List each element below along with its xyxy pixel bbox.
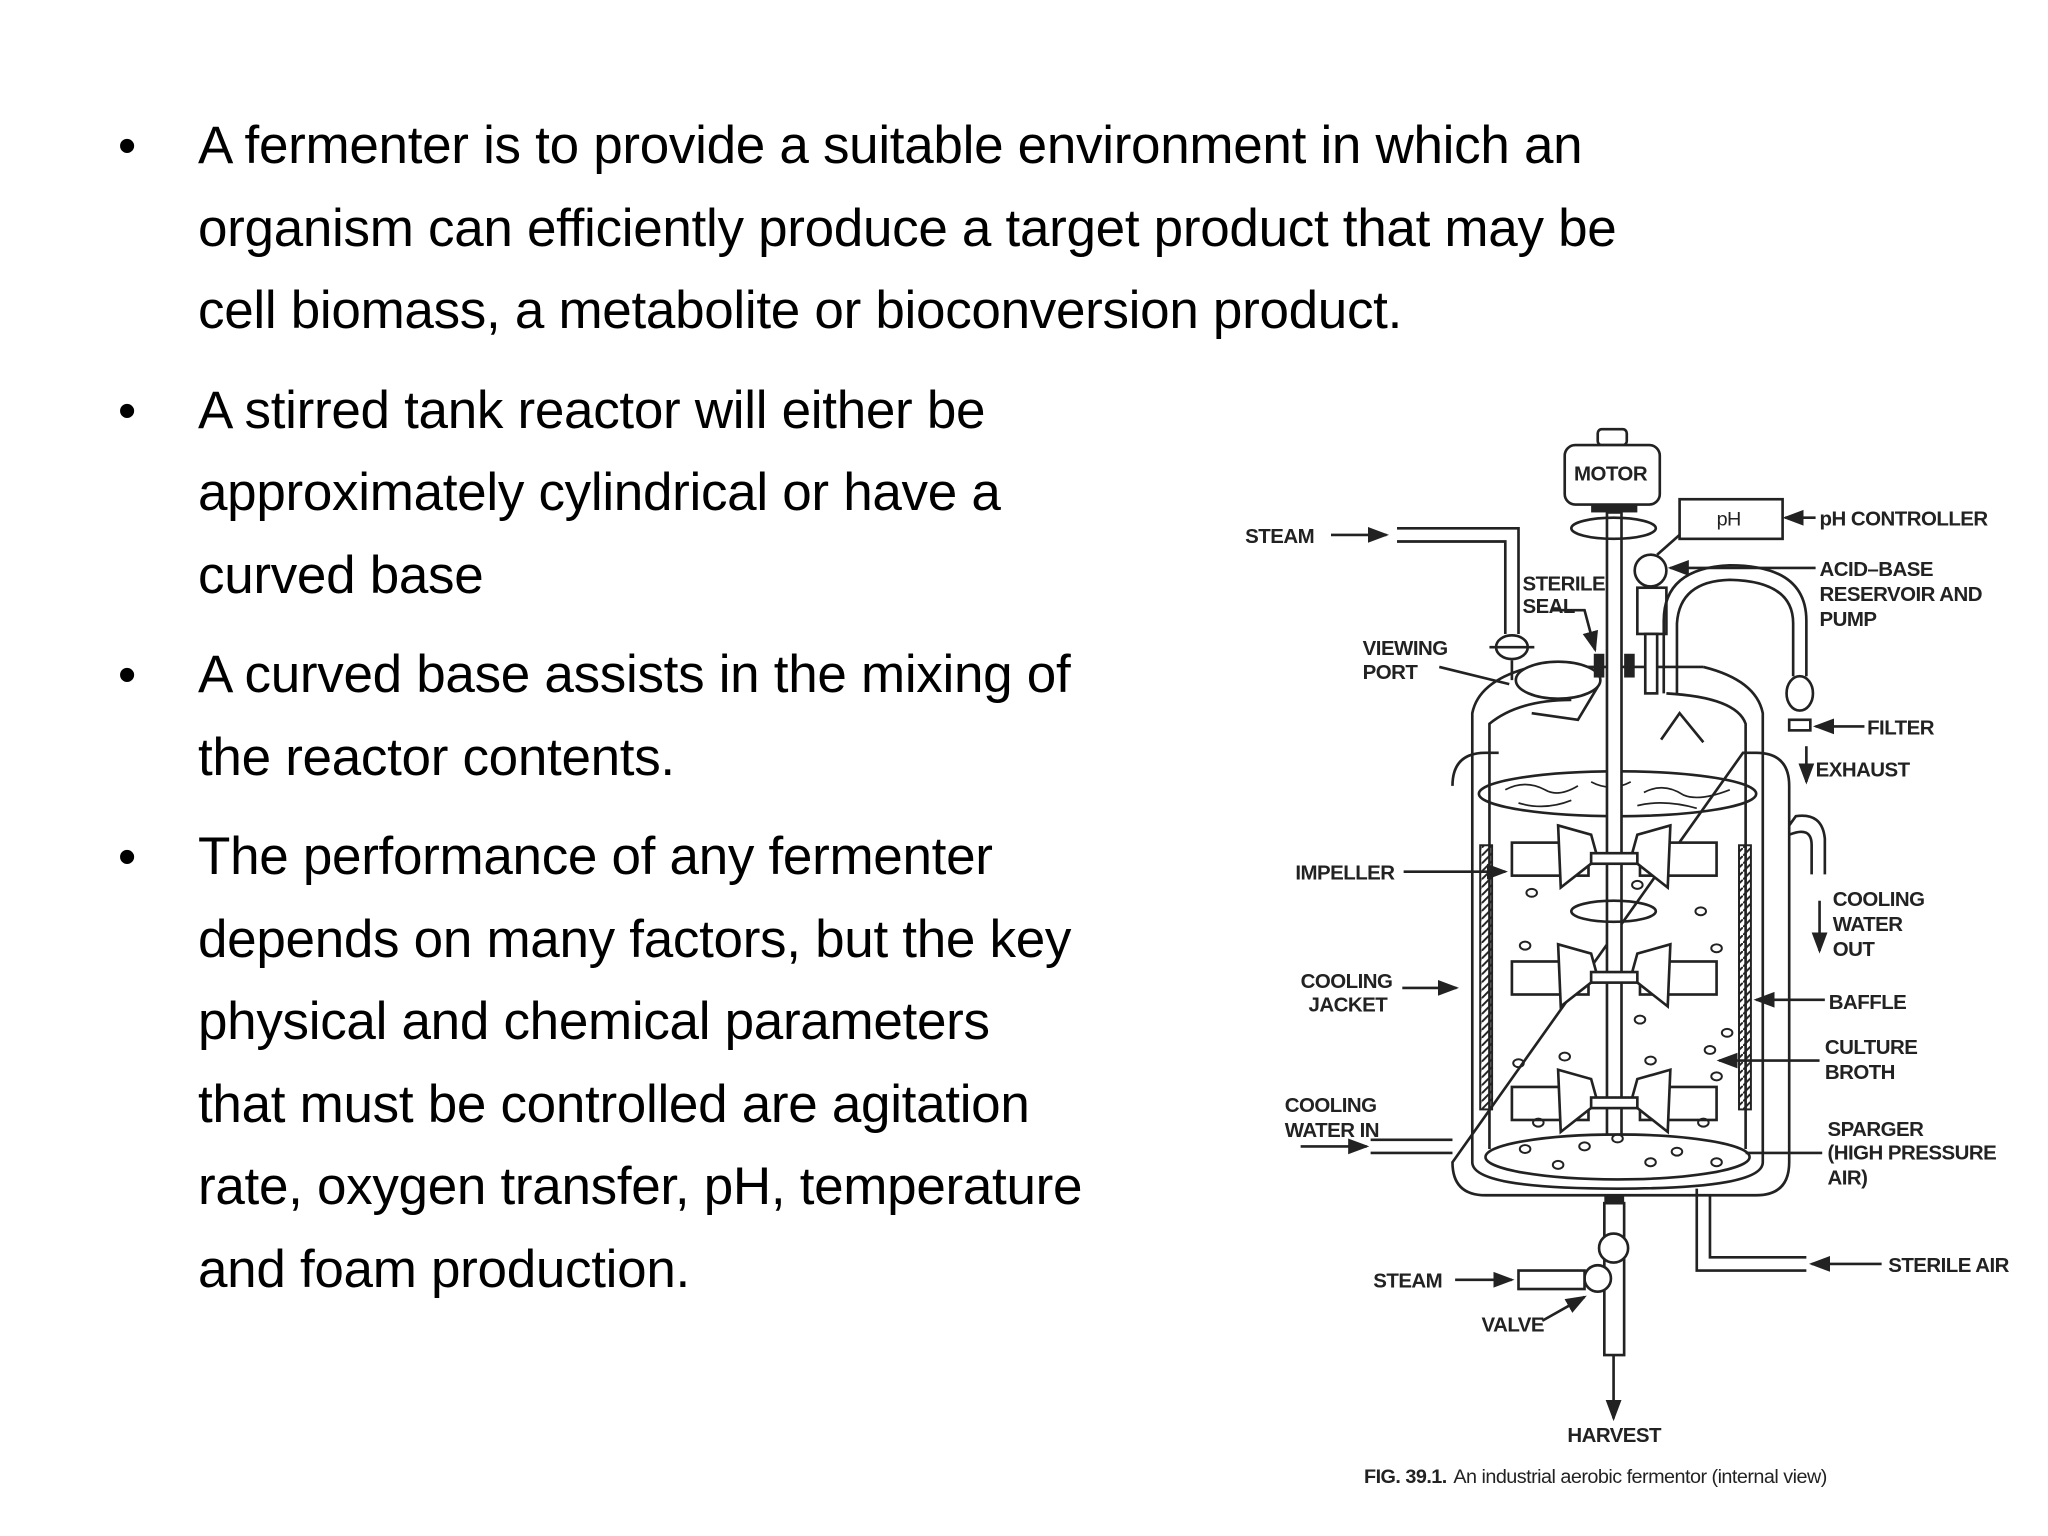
bullet-text-line: A stirred tank reactor will either be <box>198 380 986 440</box>
bullet-icon: • <box>118 381 137 440</box>
bubble <box>1525 887 1538 898</box>
impeller <box>1510 1068 1718 1135</box>
bullet-text-line: that must be controlled are agitation <box>198 1074 1030 1134</box>
diagram-label: BROTH <box>1825 1061 1895 1084</box>
bubble <box>1710 1157 1723 1168</box>
bullet-text-line: organism can efficiently produce a targe… <box>198 198 1617 258</box>
bubble <box>1710 943 1723 954</box>
bubble <box>1551 1159 1565 1170</box>
diagram-label: OUT <box>1833 938 1876 961</box>
bullet-text-line: approximately cylindrical or have a <box>198 463 1001 522</box>
bubble <box>1694 906 1707 917</box>
bullet-text-line: The performance of any fermenter <box>198 827 993 886</box>
bullet-text-line: cell biomass, a metabolite or bioconvers… <box>198 281 1403 340</box>
bullet-icon: • <box>118 117 137 175</box>
diagram-label: PUMP <box>1820 608 1877 631</box>
diagram-label: COOLING <box>1833 888 1925 911</box>
impeller <box>1510 942 1718 1010</box>
diagram-label: BAFFLE <box>1829 991 1906 1014</box>
shaft <box>1605 511 1623 1138</box>
bubble <box>1578 1141 1591 1152</box>
diagram-label: STERILE <box>1522 572 1605 595</box>
diagram-label: EXHAUST <box>1816 759 1911 782</box>
bubble <box>1631 879 1644 890</box>
bubble <box>1644 1157 1657 1168</box>
impeller <box>1510 823 1718 891</box>
bullet-text-line: A fermenter is to provide a suitable env… <box>198 116 1583 175</box>
diagram-label: STEAM <box>1373 1270 1442 1293</box>
exhaust-tube <box>1662 563 1808 694</box>
diagram-label: JACKET <box>1309 994 1389 1017</box>
diagram-label: COOLING <box>1285 1094 1377 1117</box>
bullet-text-line: and foam production. <box>198 1239 690 1299</box>
cooling-jacket <box>1451 751 1791 1197</box>
bubble <box>1703 1045 1717 1055</box>
bullet-text-line: depends on many factors, but the key <box>198 909 1072 969</box>
diagram-label: WATER IN <box>1285 1119 1379 1142</box>
diagram-label: RESERVOIR AND <box>1820 583 1982 606</box>
bubble <box>1644 1055 1657 1066</box>
bubble <box>1697 1117 1710 1128</box>
diagram-label: CULTURE <box>1825 1036 1917 1059</box>
diagram-label: FILTER <box>1867 716 1935 739</box>
viewing-port <box>1514 660 1602 700</box>
bullet-text-line: physical and chemical parameters <box>198 992 990 1051</box>
bullet-text-line: rate, oxygen transfer, pH, temperature <box>198 1157 1083 1216</box>
bubble <box>1532 1117 1545 1128</box>
sterile-air-pipe <box>1695 1188 1807 1272</box>
bullet-text-line: curved base <box>198 545 484 605</box>
diagram-label: VALVE <box>1482 1313 1545 1336</box>
diagram-label: HARVEST <box>1567 1424 1662 1447</box>
bullet-text-line: the reactor contents. <box>198 727 675 787</box>
diagram-label: (HIGH PRESSURE <box>1827 1142 1996 1165</box>
diagram-label: SEAL <box>1522 595 1574 618</box>
bubble <box>1611 1133 1624 1144</box>
diagram-label: PORT <box>1363 661 1419 684</box>
diagram-label: IMPELLER <box>1295 862 1395 885</box>
valve <box>1597 1232 1630 1264</box>
bubble <box>1512 1058 1525 1069</box>
diagram-label: SPARGER <box>1827 1118 1924 1141</box>
bullet-icon: • <box>118 828 137 886</box>
diagram-label: COOLING <box>1301 970 1393 993</box>
bubble <box>1710 1071 1723 1082</box>
bubble <box>1670 1146 1684 1157</box>
bullet-icon: • <box>118 646 137 704</box>
baffle-right <box>1738 844 1752 1111</box>
diagram-label: VIEWING <box>1363 637 1448 660</box>
ph-box <box>1678 497 1784 541</box>
bubble <box>1558 1051 1571 1062</box>
diagram-label: ACID–BASE <box>1820 558 1933 581</box>
bubble <box>1720 1027 1734 1038</box>
diagram-label: STEAM <box>1245 525 1314 548</box>
sparger <box>1484 1133 1751 1181</box>
bubble <box>1518 1144 1532 1154</box>
bubble <box>1633 1014 1647 1025</box>
bullet-text-line: A curved base assists in the mixing of <box>198 645 1071 704</box>
diagram-label: pH <box>1717 509 1741 531</box>
diagram-label: WATER <box>1833 913 1903 936</box>
diagram-label: STERILE AIR <box>1888 1254 2009 1277</box>
figure-caption: FIG. 39.1.An industrial aerobic fermento… <box>1364 1466 1827 1488</box>
bubble <box>1518 940 1532 951</box>
diagram-label: pH CONTROLLER <box>1820 508 1989 531</box>
motor-label: MOTOR <box>1574 463 1648 486</box>
baffle-left <box>1479 844 1494 1111</box>
diagram-label: AIR) <box>1827 1167 1867 1190</box>
